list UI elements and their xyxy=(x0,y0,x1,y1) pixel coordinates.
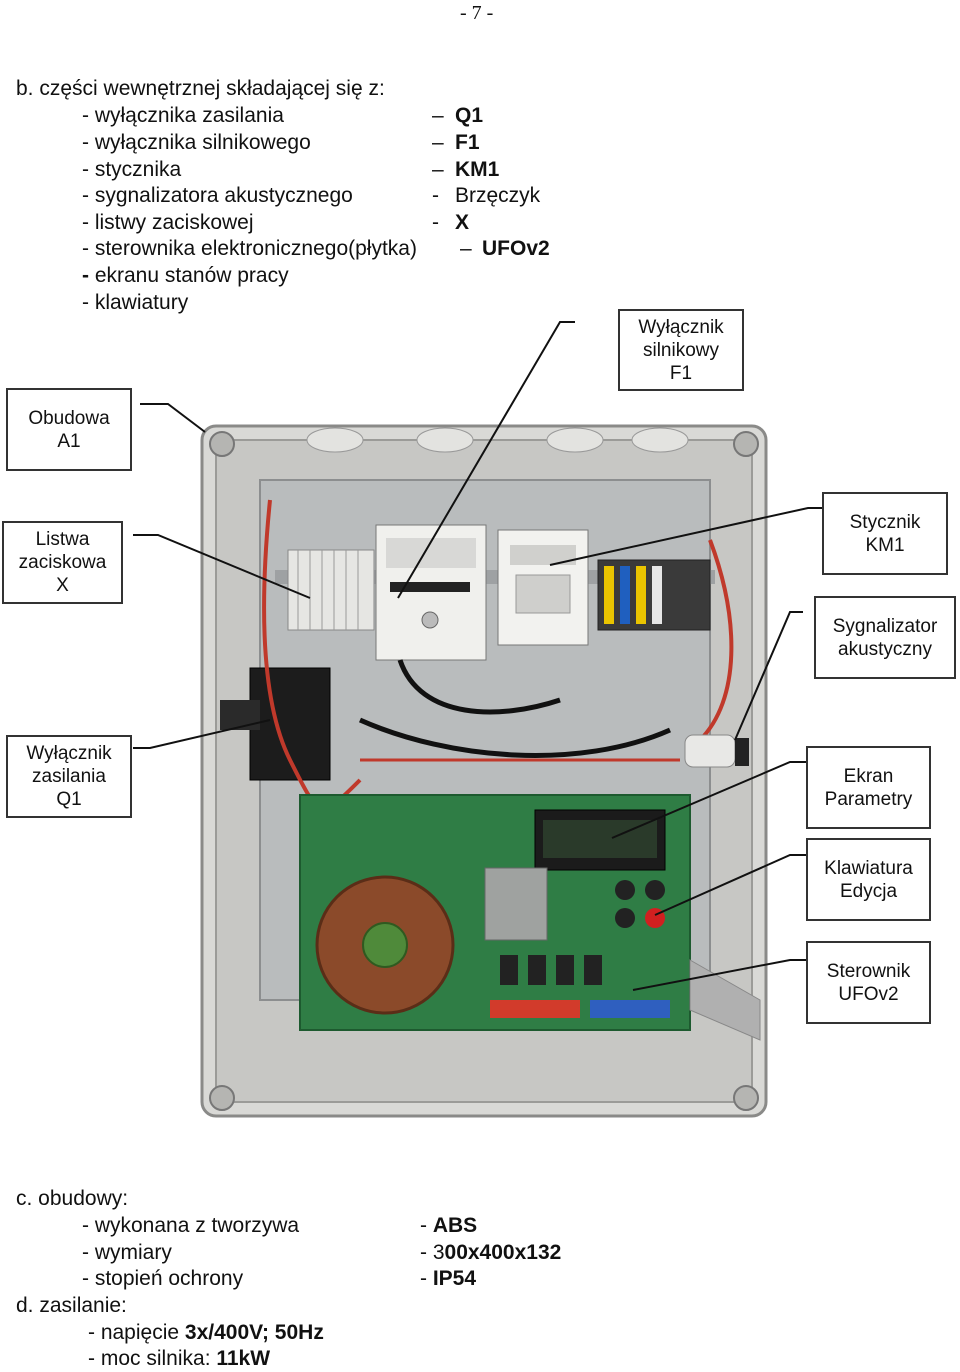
spec-prefix: - xyxy=(420,1267,433,1290)
callout-klawiatura: Klawiatura Edycja xyxy=(806,838,931,921)
callout-text: Parametry xyxy=(824,788,913,810)
list-code: F1 xyxy=(455,131,480,154)
list-code: X xyxy=(455,211,470,234)
callout-text: X xyxy=(56,575,69,596)
callout-wylacznik-silnikowy: Wyłącznik silnikowy F1 xyxy=(618,309,744,391)
list-item: - ekranu stanów pracy xyxy=(82,263,289,289)
callout-text: Wyłącznik xyxy=(26,743,112,764)
spec-value: - ABS xyxy=(420,1213,477,1239)
terminal-strip-left xyxy=(287,549,375,631)
callout-text: Edycja xyxy=(839,880,898,902)
list-code: Q1 xyxy=(455,104,484,127)
list-dash: – xyxy=(460,237,472,260)
callout-text: Stycznik xyxy=(849,511,921,533)
spec-label: - napięcie xyxy=(88,1321,185,1344)
callout-text: Q1 xyxy=(56,789,82,810)
spec-label: - moc silnika: xyxy=(88,1347,217,1370)
callout-sterownik: Sterownik UFOv2 xyxy=(806,941,931,1024)
spec-row: - moc silnika: 11kW xyxy=(88,1346,270,1372)
spec-value-text: IP54 xyxy=(432,1267,477,1290)
list-dash: – xyxy=(432,131,444,154)
list-item-dash: - xyxy=(82,264,89,287)
callout-text: Listwa xyxy=(35,529,90,550)
spec-value: - 300x400x132 xyxy=(420,1240,561,1266)
section-c-heading: c. obudowy: xyxy=(16,1187,129,1210)
callout-text: Obudowa xyxy=(28,407,110,429)
spec-value-text: 00x400x132 xyxy=(444,1241,562,1264)
callout-text: KM1 xyxy=(865,534,905,556)
page-number: - 7 - xyxy=(460,2,494,24)
list-item: - sterownika elektronicznego(płytka) xyxy=(82,237,417,260)
callout-text: UFOv2 xyxy=(838,983,899,1005)
spec-label: - wymiary xyxy=(82,1241,172,1264)
callout-text: Klawiatura xyxy=(824,857,913,879)
list-item: - wyłącznika zasilania xyxy=(82,104,284,127)
callout-obudowa: Obudowa A1 xyxy=(6,388,132,471)
list-dash: - xyxy=(432,211,439,234)
callout-text: Sterownik xyxy=(826,960,911,982)
callout-wylacznik-zasilania: Wyłącznik zasilania Q1 xyxy=(6,735,132,818)
spec-label: - stopień ochrony xyxy=(82,1267,244,1290)
list-item: - wyłącznika silnikowego xyxy=(82,131,311,154)
spec-row: - napięcie 3x/400V; 50Hz xyxy=(88,1320,324,1346)
spec-value: - IP54 xyxy=(420,1266,476,1292)
callout-text: Wyłącznik xyxy=(638,316,724,338)
spec-prefix: - xyxy=(420,1214,433,1237)
callout-listwa: Listwa zaciskowa X xyxy=(2,521,123,604)
list-dash: - xyxy=(432,184,439,207)
callout-stycznik: Stycznik KM1 xyxy=(822,492,948,575)
list-code: UFOv2 xyxy=(482,237,550,260)
list-item: - klawiatury xyxy=(82,291,189,314)
list-item: - stycznika xyxy=(82,158,182,181)
list-item-text: ekranu stanów pracy xyxy=(89,264,289,287)
spec-value-text: ABS xyxy=(432,1214,478,1237)
callout-ekran: Ekran Parametry xyxy=(806,746,931,829)
callout-sygnalizator: Sygnalizator akustyczny xyxy=(814,596,956,679)
callout-text: Ekran xyxy=(843,765,894,787)
spec-value-text: 3x/400V; 50Hz xyxy=(184,1321,324,1344)
list-item: - listwy zaciskowej xyxy=(82,211,254,234)
spec-value-text: 11kW xyxy=(216,1347,271,1370)
spec-prefix: - 3 xyxy=(420,1241,445,1264)
callout-text: silnikowy xyxy=(642,339,720,361)
spec-label: - wykonana z tworzywa xyxy=(82,1214,300,1237)
callout-text: F1 xyxy=(669,362,693,384)
list-dash: – xyxy=(432,104,444,127)
callout-text: zasilania xyxy=(32,766,106,787)
callout-text: akustyczny xyxy=(838,638,932,660)
callout-text: A1 xyxy=(57,430,81,452)
callout-text: zaciskowa xyxy=(18,552,107,573)
list-code: KM1 xyxy=(455,158,500,181)
list-item: - sygnalizatora akustycznego xyxy=(82,184,353,207)
section-b-heading: b. części wewnętrznej składającej się z: xyxy=(16,77,385,100)
section-d-heading: d. zasilanie: xyxy=(16,1294,127,1317)
list-code: Brzęczyk xyxy=(455,184,541,207)
control-box-photo xyxy=(200,424,768,1118)
callout-text: Sygnalizator xyxy=(832,615,938,637)
list-dash: – xyxy=(432,158,444,181)
